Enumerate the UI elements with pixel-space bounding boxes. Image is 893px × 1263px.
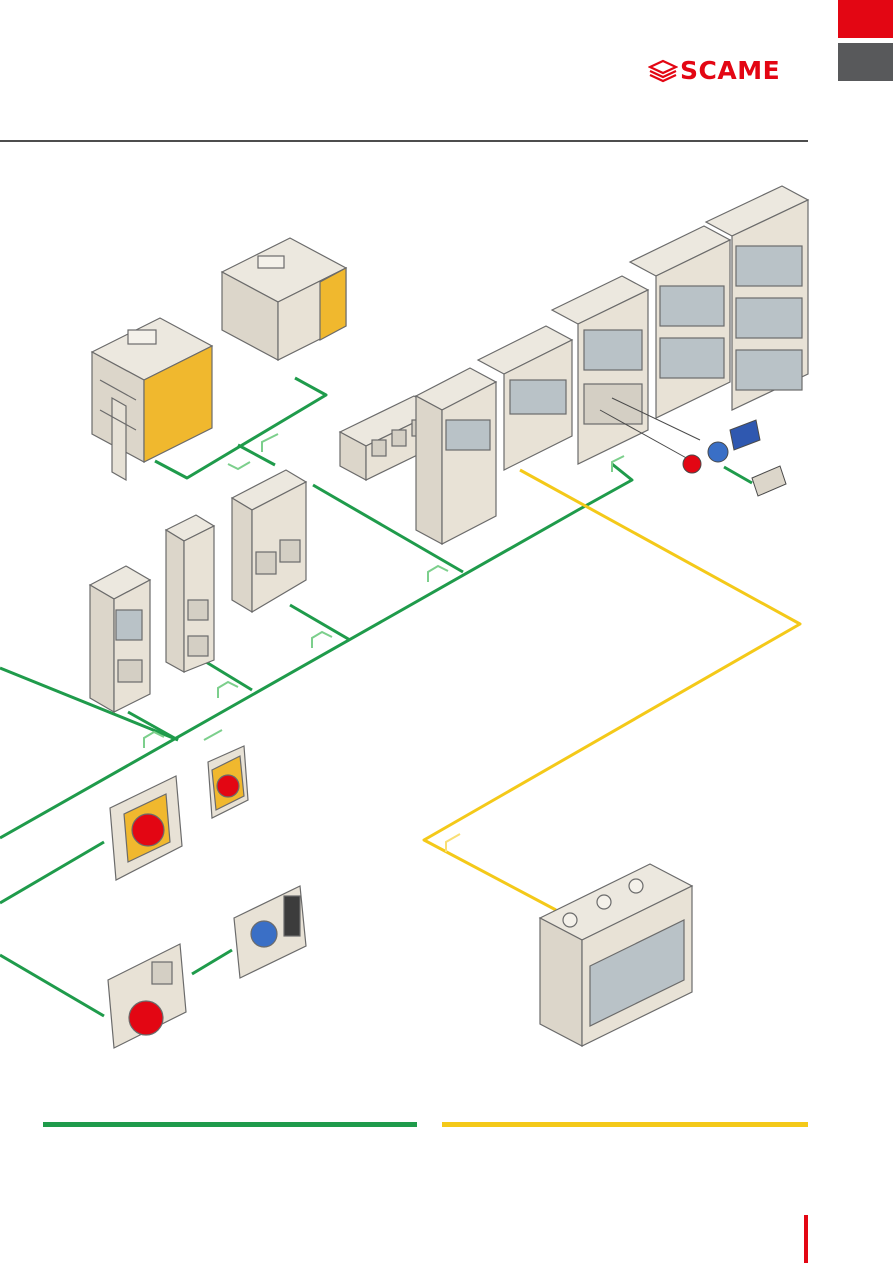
return-arrow-icon bbox=[143, 730, 165, 748]
return-arrow-icon bbox=[445, 833, 461, 852]
return-arrow-icon bbox=[227, 461, 251, 471]
vertical-modular-columns bbox=[88, 469, 308, 714]
product-system-illustration bbox=[0, 185, 810, 1049]
enclosure-assembly-row bbox=[338, 185, 810, 546]
return-arrow-icon bbox=[311, 630, 333, 648]
return-arrow-icon bbox=[427, 564, 449, 582]
page-edge-marker bbox=[804, 1215, 808, 1263]
section-tab-grey[interactable] bbox=[838, 43, 893, 81]
scame-logo: SCAME bbox=[648, 56, 810, 85]
return-arrow-icon bbox=[217, 680, 239, 698]
return-arrow-icon bbox=[261, 433, 279, 452]
section-tab-red[interactable] bbox=[838, 0, 893, 38]
green-section-bar bbox=[43, 1122, 417, 1127]
closed-enclosure-box bbox=[220, 237, 348, 362]
flow-arrows bbox=[143, 433, 625, 852]
open-enclosure-yellow bbox=[90, 317, 214, 482]
header-divider bbox=[0, 140, 808, 142]
stacked-layers-icon bbox=[648, 59, 678, 83]
socket-components bbox=[599, 397, 787, 497]
brand-name: SCAME bbox=[680, 56, 781, 85]
return-arrow-icon bbox=[611, 455, 625, 472]
yellow-section-bar bbox=[442, 1122, 808, 1127]
rotary-switch-panels bbox=[107, 745, 307, 1049]
green-connection-lines bbox=[0, 376, 753, 1018]
yellow-connection-line bbox=[422, 468, 802, 912]
distribution-board bbox=[538, 863, 694, 1047]
return-arrow-icon bbox=[203, 729, 223, 741]
